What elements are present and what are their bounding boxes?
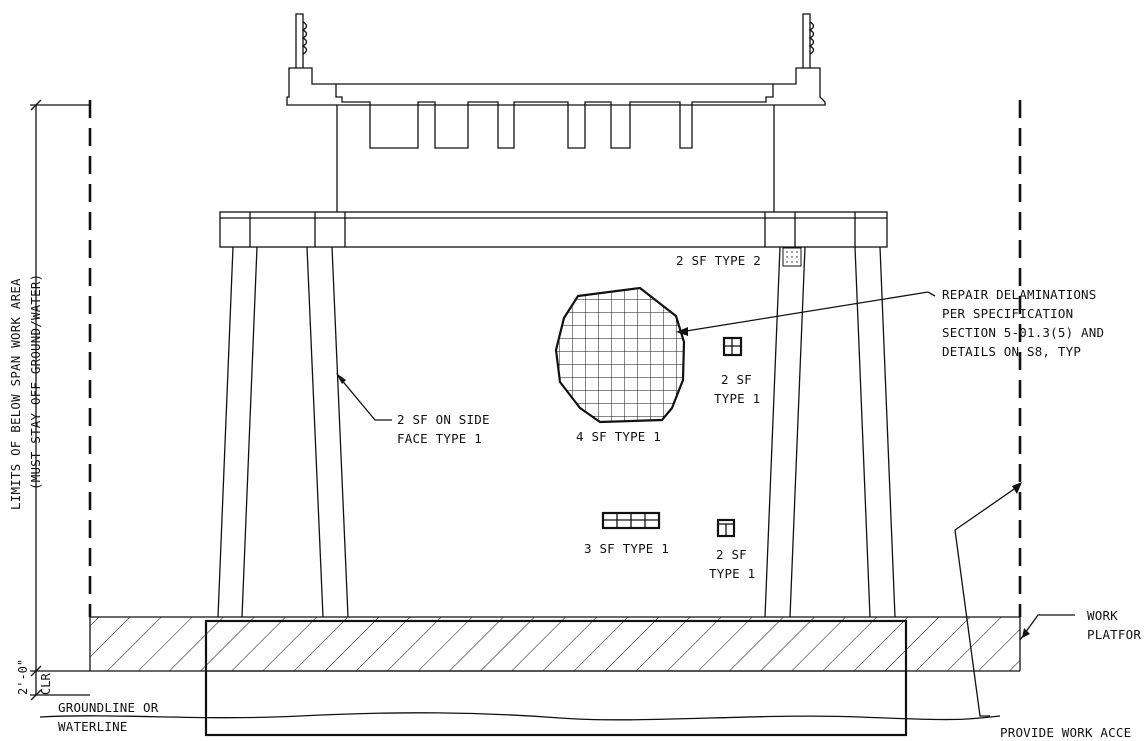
limits-label-line2: (MUST STAY OFF GROUND/WATER) (28, 274, 43, 490)
repair-note-line1: REPAIR DELAMINATIONS (942, 287, 1097, 302)
groundline (39, 712, 1001, 721)
side-face-label-2: FACE TYPE 1 (397, 431, 482, 446)
repair-note-line4: DETAILS ON S8, TYP (942, 344, 1081, 359)
large-grid-patch (554, 286, 686, 424)
repair-note-line2: PER SPECIFICATION (942, 306, 1073, 321)
patch-icon-lower-right (716, 518, 736, 538)
leader-lines (336, 291, 1075, 717)
work-platform-label-2: PLATFOR (1087, 627, 1141, 642)
work-area-limits (88, 100, 1022, 617)
patch-icon-row (601, 511, 661, 530)
clearance-abbrev: CLR (39, 673, 53, 695)
groundline-label-1: GROUNDLINE OR (58, 700, 159, 715)
upper-right-patch-label-1: 2 SF (721, 372, 752, 387)
work-platform-hatch (89, 616, 1021, 737)
dimension-lines (30, 99, 90, 701)
small-dotted-patch (782, 247, 802, 267)
columns (217, 246, 896, 618)
patch-icon-upper-right (722, 336, 743, 357)
limits-label-line1: LIMITS OF BELOW SPAN WORK AREA (8, 278, 23, 510)
large-patch-label: 4 SF TYPE 1 (576, 429, 661, 444)
work-platform-label-1: WORK (1087, 608, 1118, 623)
row-patch-label: 3 SF TYPE 1 (584, 541, 669, 556)
lower-right-patch-label-1: 2 SF (716, 547, 747, 562)
clearance-dimension: 2'-0" (16, 659, 30, 695)
provide-access-label: PROVIDE WORK ACCE (1000, 725, 1131, 740)
side-face-label-1: 2 SF ON SIDE (397, 412, 490, 427)
girder-section (286, 13, 826, 212)
repair-note-line3: SECTION 5-01.3(5) AND (942, 325, 1104, 340)
type2-patch-label: 2 SF TYPE 2 (676, 253, 761, 268)
upper-right-patch-label-2: TYPE 1 (714, 391, 760, 406)
lower-right-patch-label-2: TYPE 1 (709, 566, 755, 581)
pier-cap (219, 211, 888, 248)
groundline-label-2: WATERLINE (58, 719, 128, 734)
